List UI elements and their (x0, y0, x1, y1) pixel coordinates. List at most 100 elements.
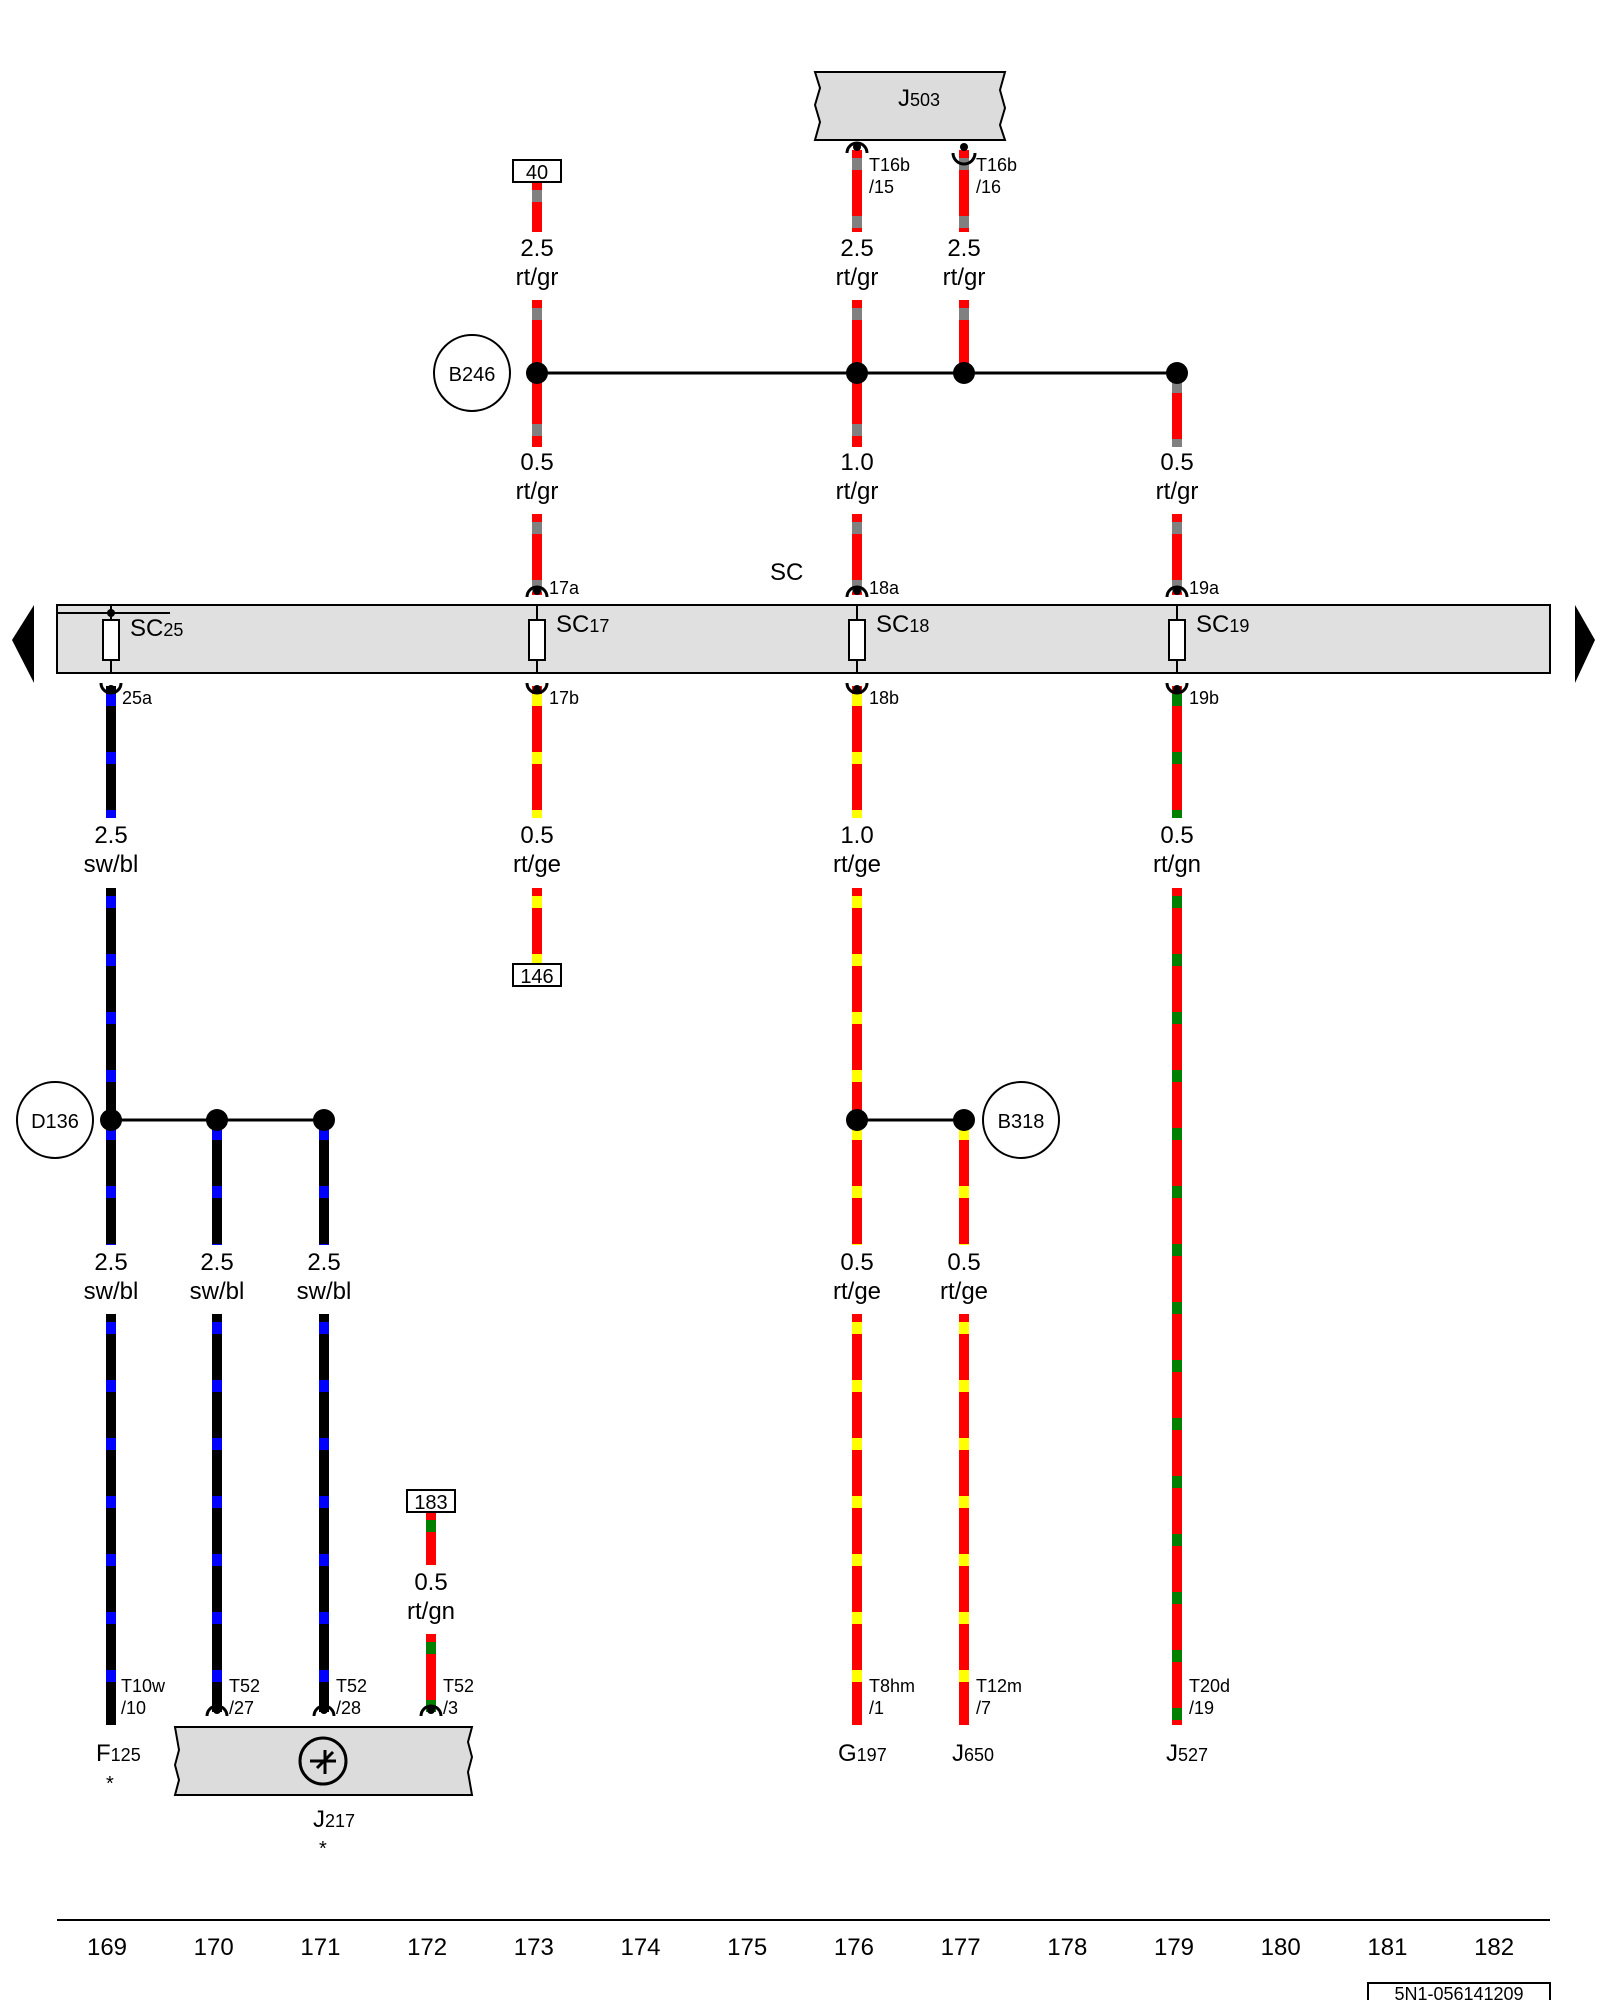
wire-color: rt/ge (940, 1278, 988, 1305)
conn-t12m-7-pin: /7 (976, 1698, 991, 1718)
wire-color: rt/gr (516, 478, 559, 505)
wire-color: sw/bl (84, 851, 139, 878)
pin-label-18b: 18b (869, 688, 899, 708)
conn-t16b-15-pin: /15 (869, 177, 894, 197)
wire-size: 2.5 (200, 1249, 233, 1276)
wire-size: 1.0 (840, 822, 873, 849)
pin-label-17b: 17b (549, 688, 579, 708)
splice-d136[interactable] (16, 1081, 94, 1159)
ruler-label: 170 (194, 1934, 234, 1961)
wire-size: 0.5 (1160, 449, 1193, 476)
wire-color: rt/gr (943, 264, 986, 291)
fuse-sc17: SC17 (528, 605, 609, 673)
wire-size: 2.5 (307, 1249, 340, 1276)
fuse-sc18: SC18 (848, 605, 929, 673)
page-left-arrow-icon[interactable] (12, 605, 34, 683)
wire-labels: 2.5 rt/gr 2.5 rt/gr 2.5 rt/gr 0.5 rt/gr … (84, 235, 1201, 1625)
conn-t12m-7: T12m (976, 1676, 1022, 1696)
ruler-label: 171 (300, 1934, 340, 1961)
wire-color: rt/gr (516, 264, 559, 291)
svg-text:SC25: SC25 (130, 615, 183, 642)
connector-labels: T16b /15 T16b /16 T10w /10 T52 /27 T52 /… (121, 155, 1230, 1718)
ref-box-40-label: 40 (526, 162, 548, 184)
wire-color: rt/gn (1153, 851, 1201, 878)
fuse-sc25: SC25 (102, 605, 183, 673)
ruler-label: 174 (620, 1934, 660, 1961)
conn-t52-3-pin: /3 (443, 1698, 458, 1718)
wire-color: rt/gn (407, 1598, 455, 1625)
component-j503[interactable] (813, 71, 1007, 141)
conn-t16b-15: T16b (869, 155, 910, 175)
wire-size: 2.5 (94, 822, 127, 849)
page-right-arrow-icon[interactable] (1575, 605, 1595, 683)
component-j217-label: J217 (313, 1806, 355, 1833)
endpoint-f125-note: * (106, 1773, 114, 1795)
endpoint-f125: F125 (96, 1740, 141, 1767)
ref-box-183-label: 183 (414, 1492, 447, 1514)
ruler-label: 178 (1047, 1934, 1087, 1961)
conn-t52-27-pin: /27 (229, 1698, 254, 1718)
wire-color: rt/gr (1156, 478, 1199, 505)
conn-t8hm-1-pin: /1 (869, 1698, 884, 1718)
wire-color: rt/gr (836, 478, 879, 505)
wire-size: 0.5 (520, 822, 553, 849)
ruler-label: 176 (834, 1934, 874, 1961)
splice-d136-label: D136 (31, 1111, 79, 1133)
wire-color: sw/bl (84, 1278, 139, 1305)
fuse-sub: 18 (909, 616, 929, 636)
fuse-name: SC (556, 611, 589, 638)
ruler-label: 181 (1367, 1934, 1407, 1961)
splice-b246-label: B246 (449, 364, 496, 386)
wire-color: rt/ge (833, 1278, 881, 1305)
ruler-label: 175 (727, 1934, 767, 1961)
fuse-sub: 25 (163, 620, 183, 640)
pin-label-25a: 25a (122, 688, 153, 708)
fuse-name: SC (1196, 611, 1229, 638)
doc-number-box (1367, 1982, 1551, 2000)
splice-b318-label: B318 (998, 1111, 1045, 1133)
conn-t52-3: T52 (443, 1676, 474, 1696)
wire-color: rt/gr (836, 264, 879, 291)
motor-symbol-icon (298, 1736, 348, 1786)
pin-label-19b: 19b (1189, 688, 1219, 708)
wire-size: 2.5 (947, 235, 980, 262)
pin-label-19a: 19a (1189, 578, 1220, 598)
ruler-label: 169 (87, 1934, 127, 1961)
ref-box-146[interactable] (512, 963, 562, 987)
ruler-label: 180 (1261, 1934, 1301, 1961)
pin-label-17a: 17a (549, 578, 580, 598)
wire-size: 0.5 (1160, 822, 1193, 849)
connector-pins (99, 141, 1189, 1717)
endpoint-j527: J527 (1166, 1740, 1208, 1767)
conn-t10w-10-pin: /10 (121, 1698, 146, 1718)
ref-box-40[interactable] (512, 159, 562, 183)
wire-size: 0.5 (520, 449, 553, 476)
svg-text:SC19: SC19 (1196, 611, 1249, 638)
junction-dots (100, 362, 1188, 1131)
wire-size: 0.5 (947, 1249, 980, 1276)
ref-box-183[interactable] (406, 1489, 456, 1513)
splice-b318[interactable] (982, 1081, 1060, 1159)
wire-size: 0.5 (414, 1569, 447, 1596)
splice-b246[interactable] (433, 334, 511, 412)
pin-label-18a: 18a (869, 578, 900, 598)
ruler-label: 173 (514, 1934, 554, 1961)
fuse-sub: 19 (1229, 616, 1249, 636)
connector-pin-dots (107, 143, 1181, 1714)
wire-color: rt/ge (833, 851, 881, 878)
endpoint-g197: G197 (838, 1740, 887, 1767)
wire-size: 0.5 (840, 1249, 873, 1276)
wire-size: 2.5 (520, 235, 553, 262)
wire-size: 2.5 (94, 1249, 127, 1276)
wire-layer (106, 150, 1182, 1725)
svg-text:SC17: SC17 (556, 611, 609, 638)
fuse-sub: 17 (589, 616, 609, 636)
svg-text:SC18: SC18 (876, 611, 929, 638)
component-j503-label: J503 (898, 85, 940, 112)
ruler-label: 177 (941, 1934, 981, 1961)
wire-size: 2.5 (840, 235, 873, 262)
fusebox-sc (56, 604, 1551, 674)
wire-size: 1.0 (840, 449, 873, 476)
